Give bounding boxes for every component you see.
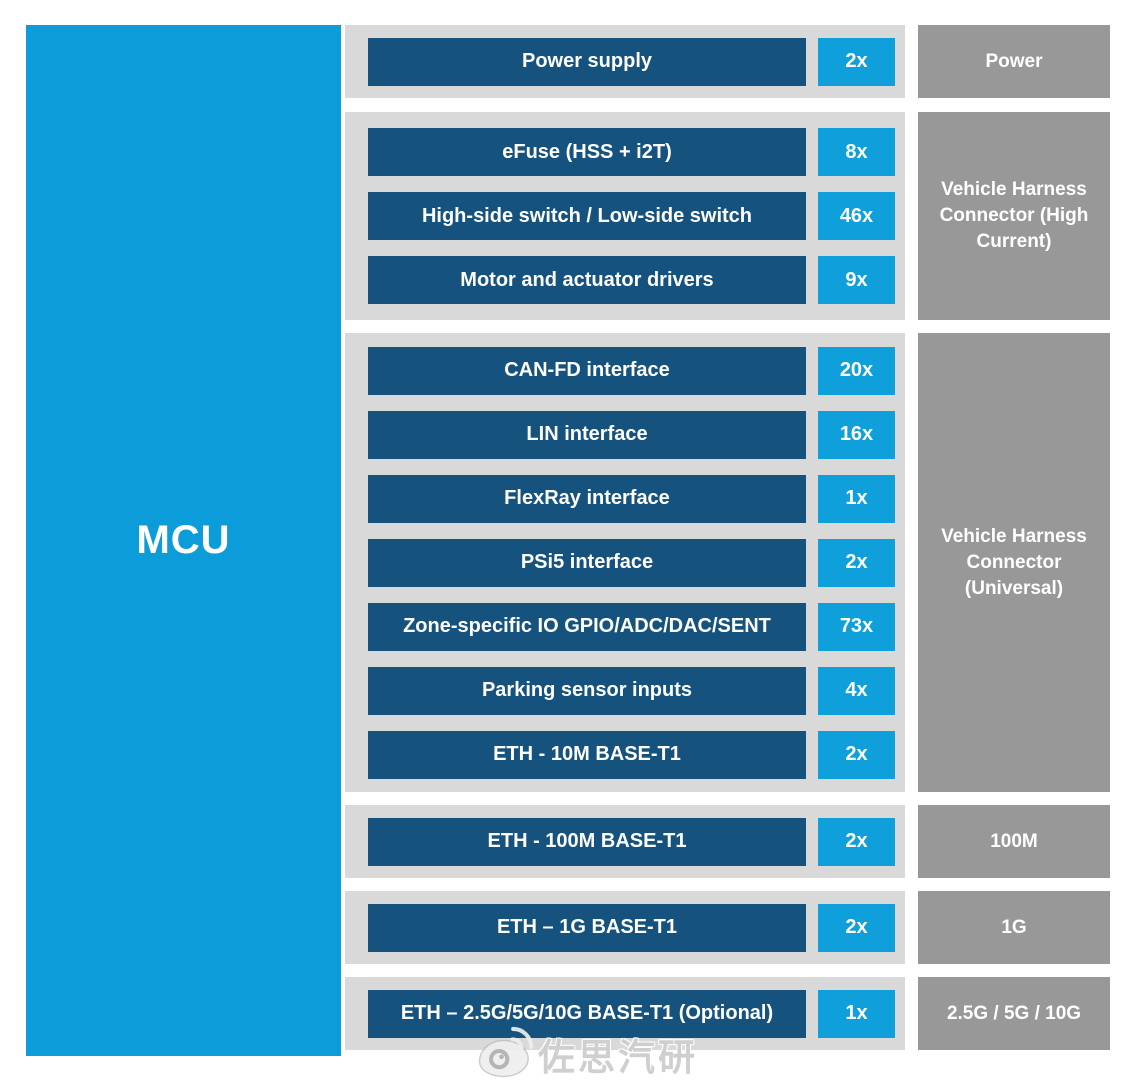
module-label: LIN interface (526, 423, 648, 445)
count-badge: 46x (818, 192, 895, 240)
count-label: 20x (839, 359, 874, 381)
mcu-block: MCU (26, 25, 341, 1056)
interface-groups-column: Power supply 2x Power eFuse (HSS + i2T) (345, 25, 1110, 1056)
module-row: LIN interface 16x (368, 410, 905, 459)
count-label: 4x (845, 679, 868, 701)
module-bar: PSi5 interface (368, 538, 806, 587)
connector-label: Vehicle Harness Connector (Universal) (941, 525, 1087, 599)
group-universal: CAN-FD interface 20x LIN interface 16x (345, 333, 1110, 792)
group-100m: ETH - 100M BASE-T1 2x 100M (345, 805, 1110, 878)
group-multigig-panel: ETH – 2.5G/5G/10G BASE-T1 (Optional) 1x (345, 977, 905, 1050)
count-label: 2x (845, 551, 868, 573)
count-label: 2x (845, 830, 868, 852)
group-multigig: ETH – 2.5G/5G/10G BASE-T1 (Optional) 1x … (345, 977, 1110, 1050)
module-label: ETH – 2.5G/5G/10G BASE-T1 (Optional) (400, 1002, 774, 1024)
count-badge: 73x (818, 602, 895, 651)
module-row: ETH – 1G BASE-T1 2x (368, 903, 905, 952)
count-label: 8x (845, 140, 868, 163)
module-bar: ETH - 10M BASE-T1 (368, 730, 806, 779)
group-high-current: eFuse (HSS + i2T) 8x High-side switch / … (345, 112, 1110, 320)
module-bar: FlexRay interface (368, 474, 806, 523)
count-badge: 2x (818, 37, 895, 86)
count-badge: 8x (818, 128, 895, 176)
connector-label: Vehicle Harness Connector (High Current) (939, 179, 1089, 252)
count-badge: 20x (818, 346, 895, 395)
group-1g: ETH – 1G BASE-T1 2x 1G (345, 891, 1110, 964)
module-row: eFuse (HSS + i2T) 8x (368, 128, 905, 176)
module-row: ETH - 10M BASE-T1 2x (368, 730, 905, 779)
module-bar: CAN-FD interface (368, 346, 806, 395)
module-row: Zone-specific IO GPIO/ADC/DAC/SENT 73x (368, 602, 905, 651)
mcu-label: MCU (136, 518, 231, 562)
module-label: FlexRay interface (504, 487, 670, 509)
connector-block-power: Power (918, 25, 1110, 98)
module-label: Zone-specific IO GPIO/ADC/DAC/SENT (403, 615, 771, 637)
module-label: Power supply (521, 50, 653, 72)
module-bar: LIN interface (368, 410, 806, 459)
module-label: ETH - 100M BASE-T1 (487, 830, 687, 852)
count-badge: 2x (818, 730, 895, 779)
count-badge: 2x (818, 903, 895, 952)
count-badge: 1x (818, 989, 895, 1038)
connector-label: 100M (990, 830, 1038, 852)
module-bar: Zone-specific IO GPIO/ADC/DAC/SENT (368, 602, 806, 651)
module-row: High-side switch / Low-side switch 46x (368, 192, 905, 240)
module-bar: Power supply (368, 37, 806, 86)
module-row: Parking sensor inputs 4x (368, 666, 905, 715)
connector-block-100m: 100M (918, 805, 1110, 878)
count-badge: 1x (818, 474, 895, 523)
connector-label: Power (985, 50, 1043, 72)
module-bar: ETH - 100M BASE-T1 (368, 817, 806, 866)
count-label: 2x (845, 916, 868, 938)
module-label: ETH – 1G BASE-T1 (496, 916, 678, 938)
module-label: Motor and actuator drivers (460, 268, 714, 291)
connector-label: 2.5G / 5G / 10G (946, 1002, 1082, 1024)
connector-block-universal: Vehicle Harness Connector (Universal) (918, 333, 1110, 792)
group-power-panel: Power supply 2x (345, 25, 905, 98)
module-bar: eFuse (HSS + i2T) (368, 128, 806, 176)
module-bar: High-side switch / Low-side switch (368, 192, 806, 240)
count-label: 1x (845, 487, 868, 509)
count-label: 2x (845, 50, 868, 72)
count-label: 9x (845, 268, 868, 291)
count-label: 1x (845, 1002, 868, 1024)
count-label: 16x (839, 423, 874, 445)
module-label: CAN-FD interface (504, 359, 670, 381)
group-power: Power supply 2x Power (345, 25, 1110, 98)
count-label: 73x (839, 615, 874, 637)
module-row: Motor and actuator drivers 9x (368, 256, 905, 304)
module-label: Parking sensor inputs (481, 679, 693, 701)
count-badge: 4x (818, 666, 895, 715)
module-row: PSi5 interface 2x (368, 538, 905, 587)
module-label: eFuse (HSS + i2T) (502, 140, 672, 163)
module-bar: Motor and actuator drivers (368, 256, 806, 304)
count-badge: 2x (818, 817, 895, 866)
count-label: 46x (839, 204, 874, 227)
count-badge: 2x (818, 538, 895, 587)
module-bar: Parking sensor inputs (368, 666, 806, 715)
group-high-current-panel: eFuse (HSS + i2T) 8x High-side switch / … (345, 112, 905, 320)
module-bar: ETH – 2.5G/5G/10G BASE-T1 (Optional) (368, 989, 806, 1038)
module-row: FlexRay interface 1x (368, 474, 905, 523)
connector-label: 1G (1001, 916, 1027, 938)
module-label: PSi5 interface (520, 551, 654, 573)
connector-block-1g: 1G (918, 891, 1110, 964)
connector-block-multigig: 2.5G / 5G / 10G (918, 977, 1110, 1050)
module-row: ETH - 100M BASE-T1 2x (368, 817, 905, 866)
group-1g-panel: ETH – 1G BASE-T1 2x (345, 891, 905, 964)
module-row: CAN-FD interface 20x (368, 346, 905, 395)
count-badge: 9x (818, 256, 895, 304)
group-100m-panel: ETH - 100M BASE-T1 2x (345, 805, 905, 878)
module-bar: ETH – 1G BASE-T1 (368, 903, 806, 952)
count-label: 2x (845, 743, 868, 765)
count-badge: 16x (818, 410, 895, 459)
connector-block-high-current: Vehicle Harness Connector (High Current) (918, 112, 1110, 320)
module-row: ETH – 2.5G/5G/10G BASE-T1 (Optional) 1x (368, 989, 905, 1038)
module-label: ETH - 10M BASE-T1 (493, 743, 681, 765)
group-universal-panel: CAN-FD interface 20x LIN interface 16x (345, 333, 905, 792)
module-row: Power supply 2x (368, 37, 905, 86)
module-label: High-side switch / Low-side switch (421, 204, 753, 227)
